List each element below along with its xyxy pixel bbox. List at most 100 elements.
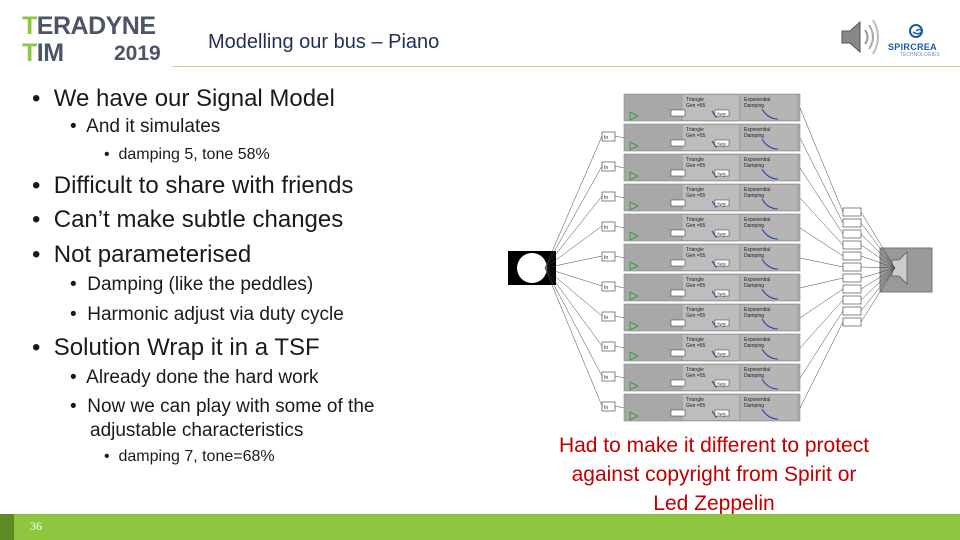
play-icon [629, 201, 639, 211]
bullet-item: • Already done the hard work [70, 367, 319, 388]
input-box [601, 281, 616, 292]
bullet-item: • Can’t make subtle changes [32, 206, 344, 233]
input-box [601, 311, 616, 322]
caption-line-1: Had to make it different to protect [558, 434, 870, 457]
connector-line [860, 266, 896, 269]
sync-port [714, 319, 730, 327]
input-port [670, 349, 686, 357]
input-box [601, 371, 616, 382]
input-box [601, 341, 616, 352]
connector-line [614, 345, 625, 349]
damping-block [741, 335, 797, 360]
damping-label: Exponential [744, 187, 770, 193]
sync-port-label: Sync [717, 381, 726, 386]
connector-line [860, 244, 896, 269]
sync-port [714, 109, 730, 117]
triangle-gen-label: Triangle [686, 187, 704, 193]
output-box [842, 207, 862, 217]
input-box-label: In [604, 315, 608, 321]
play-icon [629, 111, 639, 121]
damping-label: Exponential [744, 367, 770, 373]
spiral-logo-icon [909, 24, 923, 38]
connector-line [614, 135, 625, 139]
triangle-gen-label: Triangle [686, 307, 704, 313]
speaker-icon[interactable] [836, 14, 882, 60]
connector-line [799, 288, 844, 319]
sync-port-label: Sync [717, 291, 726, 296]
bullet-item: • Now we can play with some of the [70, 396, 375, 417]
triangle-gen-label: Triangle [686, 337, 704, 343]
input-box [601, 191, 616, 202]
caption-line-2: against copyright from Spirit or [571, 463, 857, 486]
damping-block [741, 155, 797, 180]
damping-label: Exponential [744, 157, 770, 163]
input-box [601, 221, 616, 232]
connector-line [544, 267, 603, 317]
damping-label: Exponential [744, 307, 770, 313]
damping-block [741, 125, 797, 150]
triangle-gen-value: Gen =55 [686, 373, 706, 379]
connector-line [544, 225, 603, 269]
connector-line [860, 222, 896, 269]
damping-block [741, 305, 797, 330]
input-box-label: In [604, 195, 608, 201]
triangle-gen-block [683, 335, 739, 360]
copyright-caption: Had to make it different to protect agai… [530, 431, 898, 518]
company-logo: SPIRCREA TECHNOLOGIES [888, 22, 944, 58]
decay-curve-icon [761, 408, 779, 420]
triangle-gen-block [683, 305, 739, 330]
damping-label: Exponential [744, 217, 770, 223]
input-box [601, 251, 616, 262]
play-icon [629, 381, 639, 391]
footer-accent [0, 514, 14, 540]
connector-line [614, 285, 625, 289]
connector-line [544, 135, 603, 269]
damping-label: Exponential [744, 337, 770, 343]
damping-block [741, 365, 797, 390]
logo-year: 2019 [114, 42, 161, 65]
input-box-label: In [604, 405, 608, 411]
input-port [670, 409, 686, 417]
triangle-gen-value: Gen =55 [686, 313, 706, 319]
damping-label-2: Damping [744, 133, 764, 139]
triangle-gen-block [683, 215, 739, 240]
connector-line [799, 257, 844, 268]
sync-port-label: Sync [717, 231, 726, 236]
bullet-continuation: adjustable characteristics [90, 420, 304, 441]
triangle-gen-value: Gen =55 [686, 223, 706, 229]
input-port [670, 199, 686, 207]
damping-label-2: Damping [744, 343, 764, 349]
bullet-item: • Harmonic adjust via duty cycle [70, 304, 344, 325]
bullet-item: • We have our Signal Model [32, 85, 335, 112]
connector-line [614, 225, 625, 229]
output-box [842, 306, 862, 316]
connector-line [799, 277, 844, 289]
connector-line [799, 227, 844, 257]
damping-label-2: Damping [744, 253, 764, 259]
decay-curve-icon [761, 138, 779, 150]
damping-label: Exponential [744, 97, 770, 103]
sync-port-label: Sync [717, 411, 726, 416]
decay-curve-icon [761, 108, 779, 120]
input-port [670, 379, 686, 387]
damping-label: Exponential [744, 397, 770, 403]
play-icon [629, 141, 639, 151]
output-box [842, 240, 862, 250]
connector-line [860, 211, 896, 269]
damping-label-2: Damping [744, 193, 764, 199]
output-box [842, 218, 862, 228]
damping-label: Exponential [744, 127, 770, 133]
input-box [601, 401, 616, 412]
play-icon [629, 411, 639, 421]
connector-line [799, 321, 844, 409]
triangle-gen-label: Triangle [686, 397, 704, 403]
output-box [842, 295, 862, 305]
sync-port-label: Sync [717, 261, 726, 266]
output-box [842, 251, 862, 261]
slide-title: Modelling our bus – Piano [208, 31, 440, 53]
connector-line [614, 375, 625, 379]
triangle-gen-value: Gen =55 [686, 133, 706, 139]
decay-curve-icon [761, 318, 779, 330]
connector-line [544, 195, 603, 269]
input-box-label: In [604, 375, 608, 381]
